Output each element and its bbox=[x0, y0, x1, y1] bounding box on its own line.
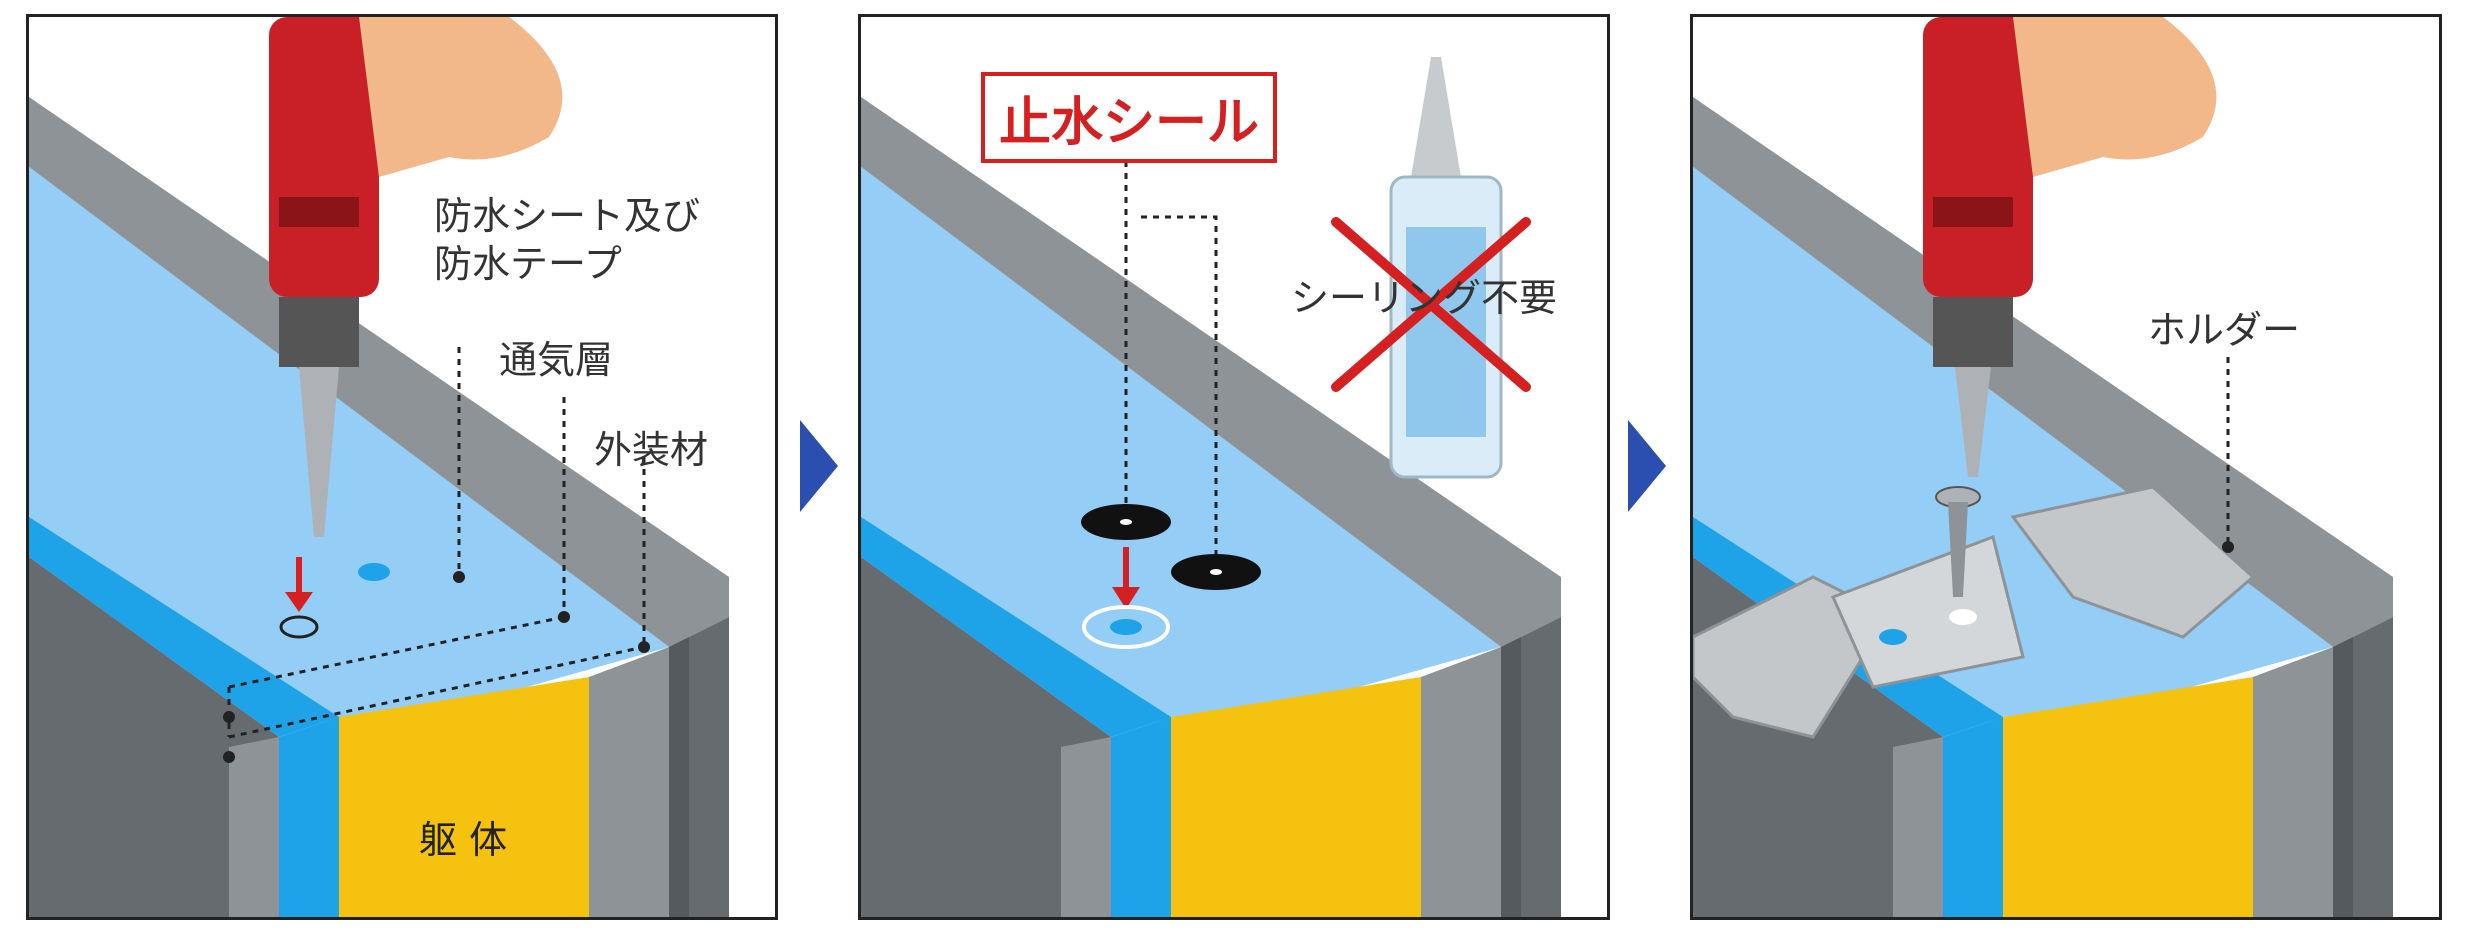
hand-icon bbox=[2013, 17, 2217, 177]
screw-icon bbox=[1935, 486, 1981, 597]
label-holder: ホルダー bbox=[2148, 308, 2301, 352]
step-3-panel: ホルダー bbox=[1690, 14, 2442, 920]
step-3-illustration bbox=[1693, 17, 2393, 917]
label-vent-layer: 通気層 bbox=[499, 338, 614, 382]
seal-washer-icon bbox=[1081, 504, 1261, 590]
step-arrow-2 bbox=[1628, 420, 1666, 512]
existing-hole bbox=[358, 563, 390, 581]
drill-icon bbox=[1923, 17, 2033, 477]
label-waterproof-sheet: 防水シート及び 防水テープ bbox=[434, 194, 701, 286]
label-no-sealing: シーリング不要 bbox=[1291, 276, 1558, 320]
cross-mark-icon bbox=[1331, 217, 1531, 392]
step-2-illustration bbox=[861, 57, 1561, 917]
drill-direction-arrow-icon bbox=[285, 557, 313, 612]
holder-bracket-icon bbox=[1693, 485, 2256, 739]
hand-icon bbox=[359, 17, 563, 177]
label-structure: 躯 体 bbox=[419, 818, 508, 862]
step-arrow-1 bbox=[800, 420, 838, 512]
sealant-tube-icon bbox=[1389, 57, 1503, 479]
step-1-illustration bbox=[29, 17, 729, 917]
step-2-panel: 止水シール シーリング不要 bbox=[858, 14, 1610, 920]
drill-icon bbox=[269, 17, 379, 537]
label-seal: 止水シール bbox=[981, 72, 1278, 163]
step-1-panel: 防水シート及び 防水テープ 通気層 外装材 躯 体 bbox=[26, 14, 778, 920]
label-cladding: 外装材 bbox=[594, 428, 709, 472]
drill-hole-marker bbox=[279, 615, 319, 639]
